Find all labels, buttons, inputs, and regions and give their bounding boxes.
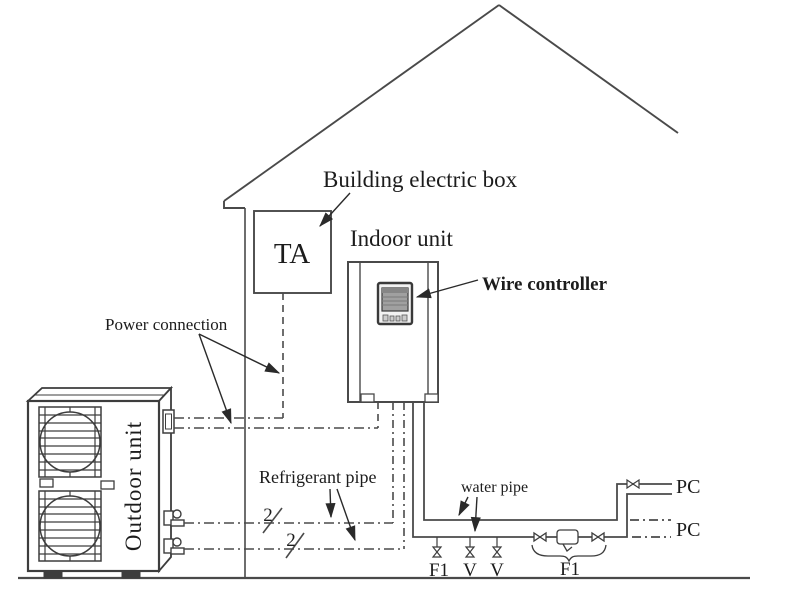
wire-controller-button-3 (395, 315, 401, 322)
refrigerant-valve-lower (163, 537, 185, 555)
fan-grille-upper (38, 406, 102, 478)
refrigerant-count-lower: 2 (286, 530, 296, 551)
valve-1-label: V (463, 560, 477, 581)
refrigerant-valve-upper-knob (172, 509, 182, 519)
pump-group-brace (531, 544, 607, 563)
arrow-refrigerant-lower (336, 488, 356, 542)
eave-step (223, 201, 245, 209)
valve-2-label: V (490, 560, 504, 581)
refrigerant-valve-lower-flange (170, 547, 185, 555)
wire-controller-screen-stripes (382, 296, 408, 306)
refrigerant-count-upper: 2 (263, 505, 273, 526)
water-pipe-return (423, 402, 672, 521)
count-slash-lower (285, 532, 305, 559)
building-electric-box: TA (253, 210, 332, 294)
wire-controller-screen-topbar (382, 288, 408, 293)
wire-controller-button-1 (382, 314, 389, 322)
water-pipe-lines (412, 402, 672, 538)
pump-body (556, 529, 579, 545)
pc-line-valve (626, 478, 640, 490)
indoor-unit-left-tab (360, 393, 375, 403)
tap-valves (431, 478, 640, 558)
tap-valve-v1 (464, 546, 476, 558)
indoor-unit-label: Indoor unit (350, 226, 453, 251)
outdoor-unit: Outdoor unit (25, 385, 185, 579)
filter-valve-left-label: F1 (429, 560, 449, 581)
fan-circle-upper (39, 411, 101, 473)
indoor-unit-right-tab (424, 393, 439, 403)
outdoor-unit-foot-left (43, 570, 63, 579)
arrow-wire-controller (415, 279, 479, 299)
arrow-water-pipe-upper (458, 496, 470, 517)
shutoff-valve-right (591, 531, 605, 543)
power-connection-label: Power connection (105, 315, 228, 334)
arrow-power-to-ta-line (198, 333, 281, 374)
arrow-water-pipe-lower (470, 496, 481, 533)
pump-assembly (531, 529, 607, 563)
ta-box-label: TA (274, 238, 310, 270)
refrigerant-valve-lower-body (163, 538, 174, 554)
shutoff-valve-left (533, 531, 547, 543)
building-electric-box-label: Building electric box (323, 167, 518, 192)
tap-valve-f1 (431, 546, 443, 558)
refrigerant-valve-upper (163, 509, 185, 527)
refrigerant-lines (184, 402, 405, 559)
refrigerant-valve-upper-flange (170, 519, 185, 527)
water-pipe-label: water pipe (461, 479, 528, 496)
pc-bottom-label: PC (676, 519, 700, 541)
refrigerant-valve-lower-knob (172, 537, 182, 547)
indoor-unit (347, 261, 439, 403)
annotation-arrows (198, 192, 481, 542)
arrow-power-to-indoor-line (198, 333, 232, 425)
outdoor-unit-label: Outdoor unit (121, 421, 146, 551)
fan-grille-upper-louvers (39, 414, 101, 471)
fan-grille-lower (38, 490, 102, 562)
arrow-building-electric-box (319, 192, 351, 227)
handle-left (39, 478, 54, 488)
count-slash-upper (262, 507, 283, 534)
wire-controller-device (376, 281, 414, 326)
power-terminal-inner (165, 413, 172, 430)
outdoor-unit-foot-right (121, 570, 141, 579)
tap-valve-v2 (491, 546, 503, 558)
fan-grille-lower-louvers (39, 498, 101, 555)
pump-spout (562, 543, 573, 552)
fan-grille-lower-columns (44, 491, 96, 561)
wire-controller-label: Wire controller (482, 274, 608, 295)
handle-right (100, 480, 115, 490)
roof-left-line (223, 4, 500, 202)
ta-box-rect (253, 210, 332, 294)
refrigerant-pipe-label: Refrigerant pipe (259, 467, 376, 487)
water-pipe-supply (412, 402, 672, 538)
wire-controller-button-4 (401, 314, 408, 322)
pump-group-label: F1 (560, 559, 580, 580)
wire-controller-button-2 (389, 315, 395, 322)
fan-circle-lower (39, 495, 101, 557)
arrow-refrigerant-upper (325, 488, 336, 519)
pc-top-label: PC (676, 476, 700, 498)
fan-grille-upper-columns (44, 407, 96, 477)
refrigerant-valve-upper-body (163, 510, 174, 526)
roof-right-line (498, 4, 679, 134)
